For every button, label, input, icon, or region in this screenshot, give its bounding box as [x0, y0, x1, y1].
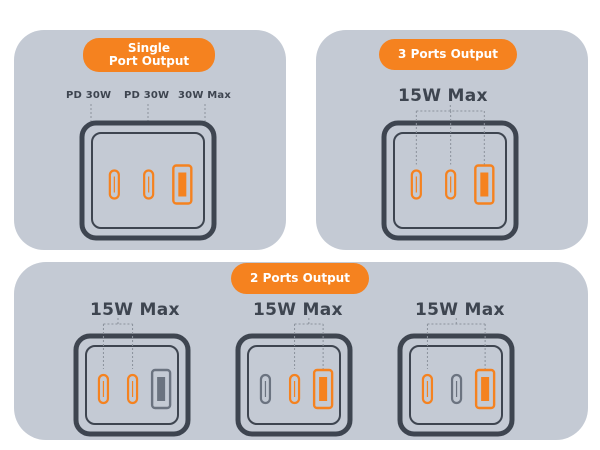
- charger-face: [85, 345, 179, 425]
- two-ports-badge: 2 Ports Output: [231, 263, 369, 294]
- usb-a-tongue: [319, 377, 328, 401]
- usb-c-port-icon: [410, 169, 422, 200]
- usb-a-tongue: [481, 377, 490, 401]
- usb-c-port-icon: [445, 169, 457, 200]
- two-ports-device-2: [235, 318, 353, 437]
- usb-c-port-icon: [97, 373, 110, 405]
- two-ports-group3-label: 15W Max: [415, 300, 505, 320]
- usb-c-port-icon: [126, 373, 139, 405]
- usb-a-tongue: [480, 172, 489, 197]
- charger-face: [91, 132, 205, 229]
- usb-a-tongue: [178, 172, 187, 197]
- usb-a-port-icon: [172, 164, 193, 205]
- power-share-bracket: [415, 105, 485, 165]
- usb-c-port-icon: [288, 373, 301, 405]
- port1-label: PD 30W: [66, 90, 112, 101]
- usb-a-port-icon: [474, 368, 496, 410]
- three-ports-max-label: 15W Max: [398, 86, 488, 106]
- power-share-bracket: [294, 318, 324, 369]
- port3-label: 30W Max: [178, 90, 231, 101]
- charger-face: [409, 345, 503, 425]
- usb-c-port-icon: [143, 169, 155, 200]
- three-ports-device: [381, 105, 519, 241]
- usb-a-port-icon: [150, 368, 172, 410]
- two-ports-group1-label: 15W Max: [90, 300, 180, 320]
- port2-label: PD 30W: [124, 90, 170, 101]
- charger-face: [393, 132, 507, 229]
- power-share-bracket: [102, 318, 134, 369]
- power-share-bracket: [426, 318, 486, 369]
- charger-body: [381, 120, 519, 241]
- charger-body: [79, 120, 217, 241]
- usb-a-port-icon: [312, 368, 334, 410]
- charger-face: [247, 345, 341, 425]
- two-ports-device-3: [397, 318, 515, 437]
- three-ports-badge: 3 Ports Output: [379, 39, 517, 70]
- two-ports-group2-label: 15W Max: [253, 300, 343, 320]
- usb-c-port-icon: [450, 373, 463, 405]
- single-port-badge: Single Port Output: [83, 38, 215, 72]
- single-port-device: [79, 120, 217, 241]
- usb-a-tongue: [157, 377, 166, 401]
- usb-c-port-icon: [108, 169, 120, 200]
- usb-c-port-icon: [421, 373, 434, 405]
- usb-a-port-icon: [474, 164, 495, 205]
- two-ports-device-1: [73, 318, 191, 437]
- usb-c-port-icon: [259, 373, 272, 405]
